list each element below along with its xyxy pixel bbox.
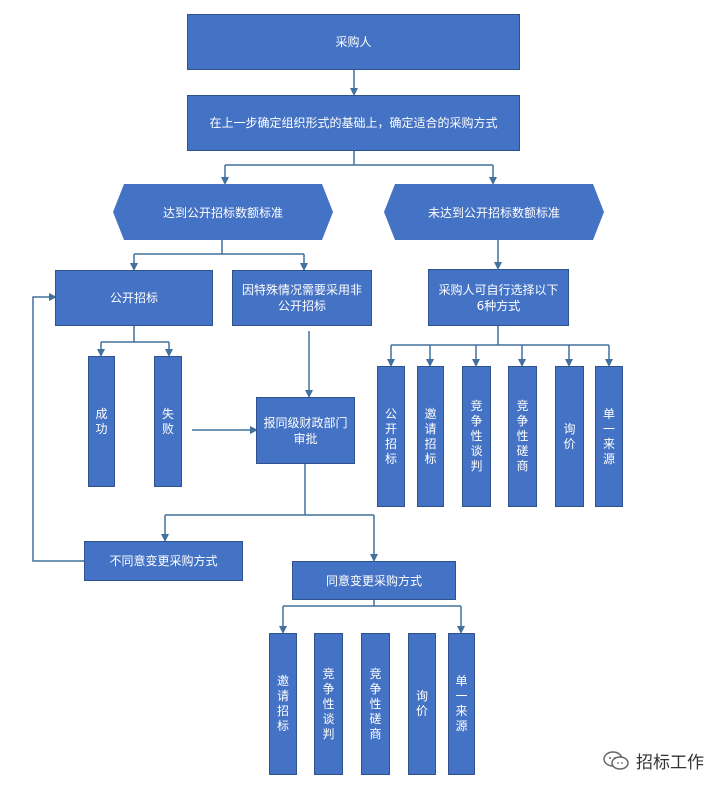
node-self-select: 采购人可自行选择以下6种方式 [428, 269, 569, 326]
watermark: 招标工作 [602, 748, 704, 773]
arrow-agree-split [283, 600, 461, 607]
node-purchaser: 采购人 [187, 14, 520, 70]
arrow-reach-split [134, 240, 304, 255]
option-self-6: 单一来源 [595, 366, 623, 507]
option-self-3: 竞争性谈判 [462, 366, 491, 507]
arrow-disagree-loop [32, 293, 84, 562]
arrow-report-split [165, 464, 374, 516]
option-agree-5: 单一来源 [448, 633, 475, 775]
wechat-icon [603, 750, 629, 770]
option-agree-3: 竞争性磋商 [361, 633, 390, 775]
node-failure: 失败 [154, 356, 182, 487]
node-public-bidding: 公开招标 [55, 270, 213, 326]
node-success: 成功 [88, 356, 115, 487]
node-agree-change: 同意变更采购方式 [292, 561, 456, 600]
node-determine-method: 在上一步确定组织形式的基础上，确定适合的采购方式 [187, 95, 520, 151]
node-special-case: 因特殊情况需要采用非公开招标 [232, 270, 372, 326]
option-self-1: 公开招标 [377, 366, 405, 507]
node-disagree-change: 不同意变更采购方式 [84, 541, 243, 581]
option-agree-4: 询价 [408, 633, 436, 775]
arrow-select-split [391, 326, 609, 346]
option-agree-1: 邀请招标 [269, 633, 297, 775]
node-not-reach-threshold: 未达到公开招标数额标准 [384, 184, 604, 240]
option-self-2: 邀请招标 [417, 366, 444, 507]
option-self-4: 竞争性磋商 [508, 366, 537, 507]
node-reach-threshold: 达到公开招标数额标准 [113, 184, 333, 240]
arrow-public-split [101, 326, 169, 343]
option-agree-2: 竞争性谈判 [314, 633, 343, 775]
watermark-text: 招标工作 [636, 753, 704, 773]
option-self-5: 询价 [555, 366, 584, 507]
node-report-finance: 报同级财政部门审批 [256, 397, 355, 464]
arrow-method-split [225, 151, 493, 166]
